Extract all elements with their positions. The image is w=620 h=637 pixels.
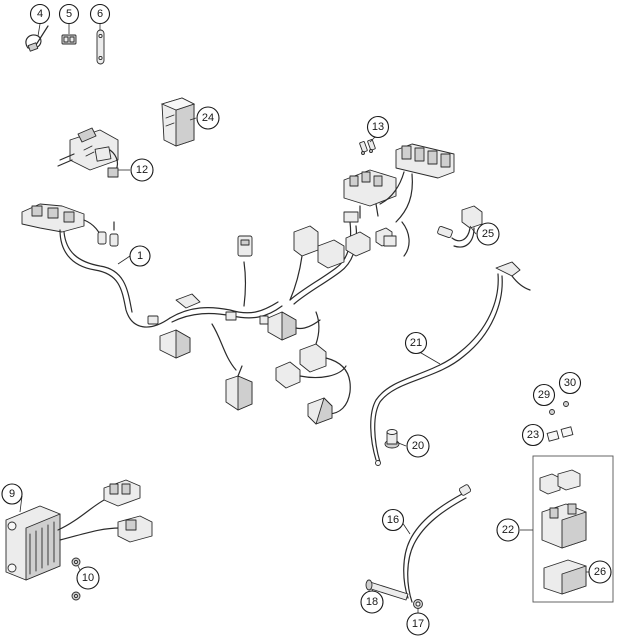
svg-text:20: 20 [412,440,424,452]
svg-text:5: 5 [66,8,72,20]
fuse-box-cover-part [160,97,196,147]
callout-6: 6 [89,3,111,25]
fuse-clips-part [546,401,574,442]
svg-text:6: 6 [97,8,103,20]
callout-13: 13 [366,115,390,139]
svg-text:22: 22 [502,524,514,536]
svg-text:18: 18 [366,596,378,608]
callout-25: 25 [476,222,500,246]
callout-23: 23 [521,423,545,447]
voltage-regulator-part [5,479,153,581]
bracket-harness-part [57,127,119,178]
svg-text:17: 17 [412,618,424,630]
svg-text:4: 4 [37,8,43,20]
svg-text:1: 1 [137,250,143,262]
callout-21: 21 [404,331,428,355]
ground-cable-part [403,484,472,603]
cable-tie-part [25,25,49,52]
terminal-pins-part [359,139,376,155]
grommet-part [384,429,400,449]
callout-16: 16 [381,508,405,532]
starter-relay-group [532,455,614,603]
svg-text:16: 16 [387,514,399,526]
nuts-part [71,557,81,601]
callout-29: 29 [532,383,556,407]
svg-text:24: 24 [202,112,214,124]
svg-text:13: 13 [372,121,384,133]
callout-1: 1 [129,245,151,267]
callout-9: 9 [1,483,23,505]
svg-text:23: 23 [527,429,539,441]
svg-text:12: 12 [136,164,148,176]
callout-17: 17 [406,612,430,636]
svg-text:25: 25 [482,228,494,240]
callout-22: 22 [496,518,520,542]
main-wiring-harness-part [21,143,455,425]
svg-text:26: 26 [594,566,606,578]
connector-cable-part [437,205,483,248]
battery-cable-part [370,261,531,466]
callout-12: 12 [130,158,154,182]
svg-text:10: 10 [82,572,94,584]
bolt-washer-part [365,579,423,609]
svg-text:29: 29 [538,389,550,401]
callout-20: 20 [406,434,430,458]
callout-24: 24 [196,106,220,130]
strap-part [96,29,105,65]
callout-10: 10 [76,566,100,590]
svg-text:9: 9 [9,488,15,500]
clip-part [61,34,77,45]
callout-30: 30 [558,371,582,395]
svg-text:30: 30 [564,377,576,389]
callout-26: 26 [588,560,612,584]
svg-text:21: 21 [410,337,422,349]
callout-5: 5 [58,3,80,25]
callout-18: 18 [360,590,384,614]
callout-4: 4 [29,3,51,25]
